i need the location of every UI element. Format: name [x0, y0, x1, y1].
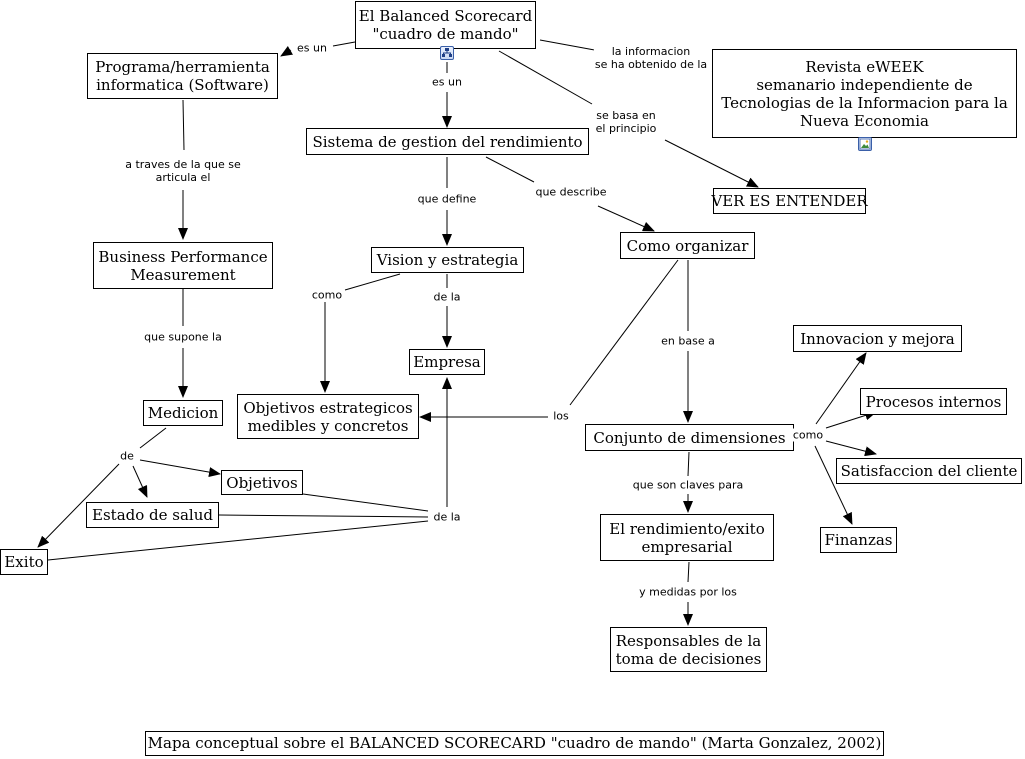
link-label: la informacion se ha obtenido de la	[593, 45, 709, 71]
link-label: de	[119, 449, 135, 463]
node-exito[interactable]: Exito	[0, 549, 48, 575]
link-label: a traves de la que se articula el	[124, 158, 242, 184]
connector-arrow	[37, 463, 120, 548]
connector-line	[485, 156, 535, 183]
node-medicion[interactable]: Medicion	[143, 400, 223, 426]
node-procesos[interactable]: Procesos internos	[860, 388, 1007, 415]
link-label: se basa en el principio	[594, 109, 658, 135]
node-business-performance[interactable]: Business Performance Measurement	[93, 242, 273, 289]
connector-line	[498, 50, 593, 105]
link-label: que supone la	[143, 330, 223, 344]
node-responsables[interactable]: Responsables de la toma de decisiones	[610, 627, 767, 672]
link-label: que describe	[534, 185, 608, 199]
connector-arrow	[597, 205, 655, 232]
connector-line	[569, 259, 679, 406]
node-finanzas[interactable]: Finanzas	[820, 527, 897, 553]
node-estado-de-salud[interactable]: Estado de salud	[86, 502, 219, 528]
connector-line	[218, 514, 429, 518]
connector-line	[139, 427, 167, 449]
connector-line	[182, 99, 185, 151]
node-revista[interactable]: Revista eWEEK semanario independiente de…	[712, 49, 1017, 138]
link-label: los	[552, 409, 570, 423]
node-objetivos-estrategicos[interactable]: Objetivos estrategicos medibles y concre…	[237, 394, 419, 439]
node-vision[interactable]: Vision y estrategia	[371, 247, 524, 273]
link-label: como	[310, 288, 344, 302]
concept-map-icon[interactable]	[440, 46, 454, 60]
connector-arrow	[664, 139, 759, 188]
connector-arrow	[139, 459, 221, 478]
connector-line	[302, 493, 429, 512]
node-conjunto[interactable]: Conjunto de dimensiones	[585, 424, 794, 451]
node-satisfaccion[interactable]: Satisfaccion del cliente	[836, 458, 1022, 484]
connector-arrow	[815, 352, 867, 425]
node-ver-es-entender[interactable]: VER ES ENTENDER	[711, 188, 868, 214]
node-objetivos[interactable]: Objetivos	[221, 470, 303, 495]
node-programa[interactable]: Programa/herramienta informatica (Softwa…	[87, 53, 278, 99]
link-label: y medidas por los	[638, 585, 738, 599]
connector-arrow	[280, 46, 294, 57]
connector-arrow	[132, 465, 148, 498]
connector-line	[332, 41, 356, 47]
image-icon[interactable]	[858, 137, 872, 151]
connector-line	[687, 561, 690, 583]
connector-line	[539, 39, 601, 52]
connector-line	[47, 520, 429, 561]
link-label: que son claves para	[631, 478, 745, 492]
connector-line	[344, 273, 401, 291]
node-como-organizar[interactable]: Como organizar	[620, 232, 755, 259]
connector-line	[687, 451, 690, 477]
link-label: es un	[296, 41, 328, 55]
link-label: de la	[432, 510, 462, 524]
map-caption: Mapa conceptual sobre el BALANCED SCOREC…	[145, 731, 884, 756]
node-rendimiento[interactable]: El rendimiento/exito empresarial	[600, 514, 774, 561]
connector-arrow	[814, 445, 853, 525]
connector-arrow	[825, 440, 877, 457]
link-label: que define	[416, 192, 478, 206]
link-label: de la	[432, 290, 462, 304]
node-balanced-scorecard[interactable]: El Balanced Scorecard "cuadro de mando"	[355, 1, 536, 49]
node-empresa[interactable]: Empresa	[409, 349, 485, 375]
link-label: en base a	[660, 334, 716, 348]
link-label: es un	[431, 75, 463, 89]
link-label: como	[791, 428, 825, 442]
node-innovacion[interactable]: Innovacion y mejora	[793, 325, 962, 352]
node-sistema[interactable]: Sistema de gestion del rendimiento	[306, 128, 589, 155]
